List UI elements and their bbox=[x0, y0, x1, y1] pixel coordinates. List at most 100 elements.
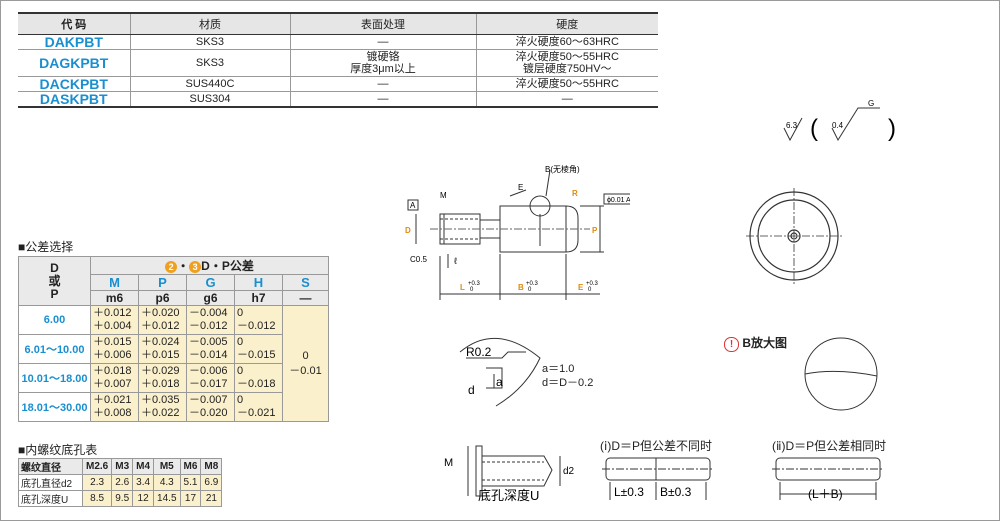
thread-d2-row: 底孔直径d2 2.3 2.6 3.4 4.3 5.1 6.9 bbox=[18, 474, 223, 491]
pin-end-view-drawing bbox=[746, 188, 842, 286]
size-cell: M6 bbox=[179, 458, 202, 475]
d2-cell: 4.3 bbox=[153, 474, 181, 491]
header-material: 材质 bbox=[129, 12, 290, 35]
chamfer-detail-drawing: R0.2 a d bbox=[459, 338, 541, 407]
size-cell: M2.6 bbox=[81, 458, 113, 475]
g-cell: －0.006－0.017 bbox=[186, 363, 235, 393]
b-enlarged-title: ! B放大图 bbox=[724, 334, 787, 352]
d2-cell: 2.3 bbox=[81, 474, 113, 491]
detail-note-d: d＝D－0.2 bbox=[542, 377, 594, 389]
header-code: 代 码 bbox=[18, 12, 130, 35]
d2-cell: 5.1 bbox=[179, 474, 202, 491]
d2-cell: 6.9 bbox=[200, 474, 223, 491]
a-detail-label: a bbox=[496, 375, 503, 389]
L-dimension: L bbox=[460, 283, 465, 292]
roughness-a: 6.3 bbox=[786, 121, 798, 130]
badge-2-icon: 2 bbox=[165, 261, 178, 273]
L-tolerance-lower: 0 bbox=[470, 287, 474, 293]
l-small-label: ℓ bbox=[454, 256, 458, 266]
surface-cell: — bbox=[289, 76, 476, 92]
d2-cell: 2.6 bbox=[111, 474, 134, 491]
hardness-cell: 淬火硬度50～55HRC bbox=[475, 76, 658, 92]
thread-d2-label: d2 bbox=[563, 466, 575, 477]
b-enlarged-label: B放大图 bbox=[742, 336, 788, 350]
m-cell: ＋0.015＋0.006 bbox=[90, 334, 139, 364]
material-cell: SKS3 bbox=[129, 49, 290, 77]
case-ii-drawing: (L＋B) bbox=[772, 457, 884, 501]
case-i-l: L±0.3 bbox=[614, 485, 644, 499]
thread-table: 螺纹直径 M2.6 M3 M4 M5 M6 M8 底孔直径d2 2.3 2.6 … bbox=[18, 458, 223, 507]
concentricity-label: ϕ0.01 bbox=[607, 197, 625, 204]
corner-d: D bbox=[50, 260, 59, 275]
material-cell: SKS3 bbox=[129, 34, 290, 50]
case-i-title: (ⅰ)D＝P但公差不同时 bbox=[600, 439, 712, 453]
d2-cell: 3.4 bbox=[132, 474, 155, 491]
u-cell: 9.5 bbox=[111, 490, 134, 507]
case-i-b: B±0.3 bbox=[660, 485, 692, 499]
header-hardness: 硬度 bbox=[475, 12, 658, 35]
h-cell: 0－0.012 bbox=[234, 305, 283, 335]
thread-m-label: M bbox=[444, 457, 453, 469]
size-cell: M8 bbox=[200, 458, 223, 475]
r-dimension: R bbox=[572, 189, 578, 198]
E-tolerance-upper: +0.3 bbox=[586, 281, 599, 287]
col-letter-m: M bbox=[90, 274, 139, 291]
u-label: 底孔深度U bbox=[18, 490, 83, 507]
p-cell: ＋0.029＋0.018 bbox=[138, 363, 187, 393]
table-row: 18.01～30.00 ＋0.021＋0.008 ＋0.035＋0.022 －0… bbox=[18, 392, 329, 422]
col-grade-m: m6 bbox=[90, 290, 139, 306]
pin-side-view-drawing: A M E B(无棱角) ϕ0.01 A C0.5 ℓ D P L +0.3 0… bbox=[405, 164, 630, 300]
b-detail-circle bbox=[529, 195, 551, 217]
group-header-label: D・P公差 bbox=[201, 259, 254, 273]
col-grade-p: p6 bbox=[138, 290, 187, 306]
hardness-cell: 淬火硬度50～55HRC 镀层硬度750HV～ bbox=[475, 49, 658, 77]
h-cell: 0－0.018 bbox=[234, 363, 283, 393]
col-grade-s: — bbox=[282, 290, 329, 306]
B-tolerance-lower: 0 bbox=[528, 287, 532, 293]
material-cell: SUS440C bbox=[129, 76, 290, 92]
r-detail-label: R0.2 bbox=[466, 345, 492, 359]
col-grade-g: g6 bbox=[186, 290, 235, 306]
thread-title: ■内螺纹底孔表 bbox=[18, 443, 98, 457]
roughness-check-icon bbox=[783, 117, 803, 142]
u-cell: 14.5 bbox=[153, 490, 181, 507]
size-cell: M5 bbox=[153, 458, 181, 475]
e-label: E bbox=[518, 183, 523, 192]
m-cell: ＋0.018＋0.007 bbox=[90, 363, 139, 393]
product-code: DAGKPBT bbox=[18, 49, 130, 77]
surface-cell: — bbox=[289, 34, 476, 50]
u-cell: 21 bbox=[200, 490, 223, 507]
range-cell: 6.00 bbox=[18, 305, 91, 335]
p-cell: ＋0.035＋0.022 bbox=[138, 392, 187, 422]
g-cell: －0.007－0.020 bbox=[186, 392, 235, 422]
size-cell: M3 bbox=[111, 458, 134, 475]
case-ii-lb: (L＋B) bbox=[808, 487, 843, 501]
roughness-b: 0.4 bbox=[832, 121, 844, 130]
paren-open: ( bbox=[810, 115, 818, 142]
table-row: 10.01～18.00 ＋0.018＋0.007 ＋0.029＋0.018 －0… bbox=[18, 363, 329, 393]
table-row: DACKPBT SUS440C — 淬火硬度50～55HRC bbox=[18, 76, 658, 92]
hardness-cell: — bbox=[475, 91, 658, 108]
product-code: DASKPBT bbox=[18, 91, 130, 108]
header-surface: 表面处理 bbox=[289, 12, 476, 35]
datum-label: A bbox=[410, 201, 416, 210]
B-dimension: B bbox=[518, 283, 524, 292]
table-row: DAGKPBT SKS3 镀硬铬 厚度3μm以上 淬火硬度50～55HRC 镀层… bbox=[18, 49, 658, 77]
b-note: B(无棱角) bbox=[545, 164, 580, 174]
L-tolerance-upper: +0.3 bbox=[468, 281, 481, 287]
corner-cell: D 或 P bbox=[18, 256, 91, 306]
thread-label: 螺纹直径 bbox=[18, 458, 83, 475]
paren-close: ) bbox=[888, 115, 896, 142]
d-detail-label: d bbox=[468, 383, 475, 397]
table-row: DAKPBT SKS3 — 淬火硬度60～63HRC bbox=[18, 34, 658, 50]
table-row: 6.00 ＋0.012＋0.004 ＋0.020＋0.012 －0.004－0.… bbox=[18, 305, 329, 422]
h-cell: 0－0.015 bbox=[234, 334, 283, 364]
col-letter-h: H bbox=[234, 274, 283, 291]
col-grade-h: h7 bbox=[234, 290, 283, 306]
product-code: DAKPBT bbox=[18, 34, 130, 50]
roughness-g: G bbox=[868, 99, 874, 108]
surface-roughness-symbols: 6.3 0.4 G ( ) bbox=[783, 99, 896, 142]
product-code: DACKPBT bbox=[18, 76, 130, 92]
